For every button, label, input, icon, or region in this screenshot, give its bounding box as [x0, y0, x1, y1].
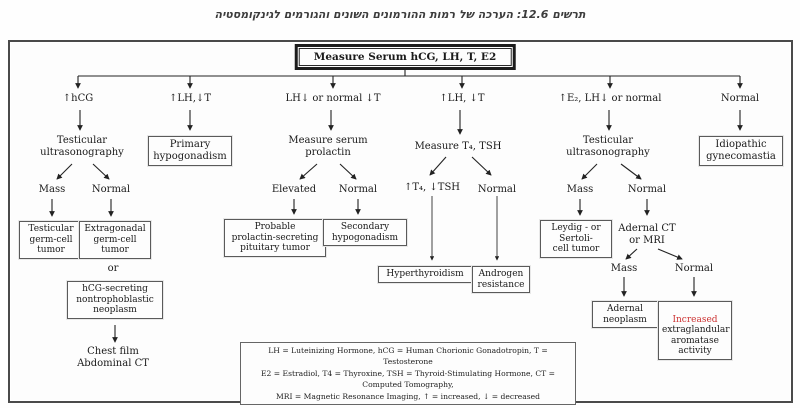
branch-hcg-label: ↑hCG	[62, 93, 94, 104]
adernal-ct-mri: Adernal CT or MRI	[618, 223, 676, 246]
legend-box: LH = Luteinizing Hormone, hCG = Human Ch…	[240, 342, 576, 405]
branch-normal-label: Normal	[720, 93, 760, 104]
normal-label-4: Normal	[627, 184, 667, 195]
branch-e2-up-label: ↑E₂, LH↓ or normal	[558, 93, 662, 104]
t4-up-tsh-down-label: ↑T₄, ↓TSH	[403, 182, 461, 193]
testicular-ultrasonography-1: Testicular ultrasonography	[40, 135, 124, 158]
mass-label-1: Mass	[38, 184, 66, 195]
normal-label-2: Normal	[338, 184, 378, 195]
testicular-germ-cell-tumor-box: Testicular germ-cell tumor	[19, 221, 83, 259]
primary-hypogonadism-box: Primary hypogonadism	[148, 136, 232, 166]
mass-label-3: Mass	[610, 263, 638, 274]
probable-pituitary-tumor-box: Probable prolactin-secreting pituitary t…	[224, 219, 326, 257]
hcg-secreting-neoplasm-box: hCG-secreting nontrophoblastic neoplasm	[67, 281, 163, 319]
leydig-sertoli-tumor-box: Leydig - or Sertoli- cell tumor	[540, 220, 612, 258]
adernal-neoplasm-box: Adernal neoplasm	[592, 301, 658, 329]
or-label: or	[107, 263, 119, 274]
branch-lh-up-t-down-2-label: ↑LH, ↓T	[439, 93, 485, 104]
normal-label-1: Normal	[91, 184, 131, 195]
root-box: Measure Serum hCG, LH, T, E2	[294, 44, 516, 70]
testicular-ultrasonography-2: Testicular ultrasonography	[566, 135, 650, 158]
measure-serum-prolactin: Measure serum prolactin	[288, 135, 368, 158]
hyperthyroidism-box: Hyperthyroidism	[378, 266, 472, 283]
mass-label-2: Mass	[566, 184, 594, 195]
normal-label-3: Normal	[477, 184, 517, 195]
extragonadal-germ-cell-tumor-box: Extragonadal germ-cell tumor	[79, 221, 151, 259]
androgen-resistance-box: Androgen resistance	[472, 266, 530, 294]
figure-title: תרשים 12.6: הערכה של רמות ההורמונים השונ…	[214, 8, 586, 21]
branch-lh-down-normal-label: LH↓ or normal ↓T	[285, 93, 381, 104]
root-label: Measure Serum hCG, LH, T, E2	[298, 48, 512, 66]
idiopathic-gynecomastia-box: Idiopathic gynecomastia	[699, 136, 783, 166]
normal-label-5: Normal	[674, 263, 714, 274]
secondary-hypogonadism-box: Secondary hypogonadism	[323, 219, 407, 247]
elevated-label: Elevated	[271, 184, 317, 195]
chest-film-abdominal-ct: Chest film Abdominal CT	[77, 346, 149, 369]
aromatase-rest: extraglandular aromatase activity	[662, 325, 730, 357]
measure-t4-tsh: Measure T₄, TSH	[414, 141, 502, 152]
increased-highlight: Increased	[672, 314, 718, 325]
branch-lh-up-t-down-label: ↑LH,↓T	[169, 93, 211, 104]
